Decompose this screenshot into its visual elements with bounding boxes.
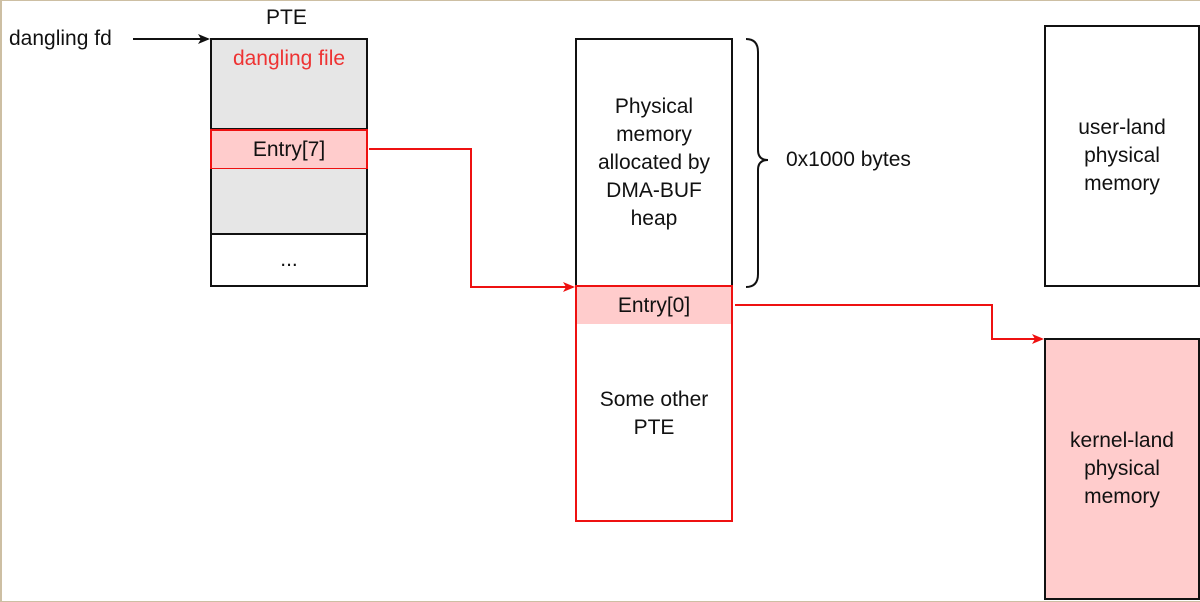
kernel-land-box: kernel-land physical memory <box>1044 338 1200 600</box>
dangling-fd-label: dangling fd <box>9 27 112 50</box>
size-brace <box>745 38 769 288</box>
dangling-file-label: dangling file <box>232 47 346 70</box>
other-pte-box: Some other PTE <box>575 324 733 522</box>
pte-ellipsis-box: ... <box>210 233 368 287</box>
kernel-land-label: kernel-land physical memory <box>1070 429 1174 508</box>
other-pte-label: Some other PTE <box>599 388 709 439</box>
dmabuf-memory-box: Physical memory allocated by DMA-BUF hea… <box>575 38 733 287</box>
size-label: 0x1000 bytes <box>786 148 911 171</box>
entry7-to-entry0-arrow <box>369 148 575 292</box>
pte-title: PTE <box>266 6 307 29</box>
user-land-box: user-land physical memory <box>1044 25 1200 287</box>
dangling-file-box: dangling file <box>210 38 368 130</box>
entry0-label: Entry[0] <box>617 293 691 317</box>
entry0-box: Entry[0] <box>575 285 733 326</box>
entry0-to-kernel-arrow <box>735 304 1044 344</box>
physical-memory-label: Physical memory allocated by DMA-BUF hea… <box>597 94 711 230</box>
ellipsis-label: ... <box>280 248 298 271</box>
entry7-label: Entry[7] <box>252 137 326 161</box>
user-land-label: user-land physical memory <box>1078 116 1166 195</box>
